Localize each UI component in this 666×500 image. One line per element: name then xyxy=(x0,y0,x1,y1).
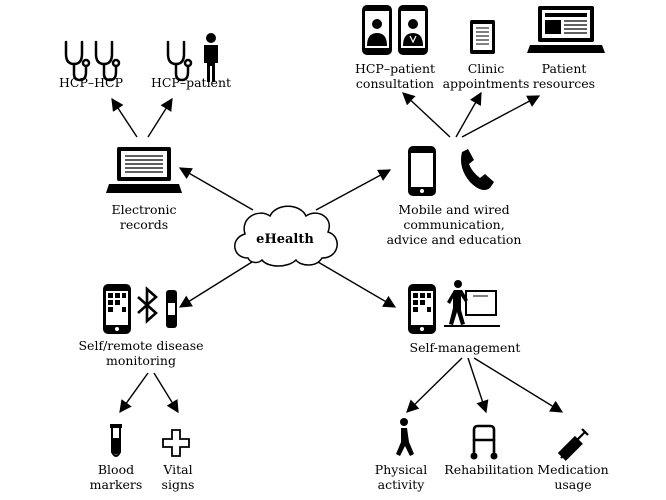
arrow-ehealth-to-mobile xyxy=(315,169,392,211)
self-monitoring-label: Self/remote disease monitoring xyxy=(78,338,204,368)
vital-signs-label: Vital signs xyxy=(161,462,195,492)
arrow-management-to-rehab xyxy=(467,357,489,414)
self-management-label: Self-management xyxy=(409,340,521,355)
telephone-handset-icon xyxy=(461,149,494,190)
laptop-icon xyxy=(106,147,182,193)
blood-markers-label: Blood markers xyxy=(89,462,143,492)
walking-person-icon xyxy=(396,418,414,456)
medication-usage-label: Medication usage xyxy=(537,462,609,492)
stethoscope-patient-icon xyxy=(166,33,218,82)
arrow-mobile-to-consultation xyxy=(402,92,451,138)
arrow-management-to-medication xyxy=(473,357,564,413)
arrow-monitoring-to-vital xyxy=(153,372,179,414)
cloud-icon xyxy=(234,205,338,267)
resources-label: Patient resources xyxy=(532,61,596,91)
arrow-records-to-hcp-hcp xyxy=(111,97,138,138)
electronic-records-label: Electronic records xyxy=(111,202,177,232)
laptop-resources-icon xyxy=(527,6,605,53)
smartphone-icon xyxy=(408,146,436,196)
arrow-mobile-to-appointments xyxy=(455,91,482,138)
video-call-phones-icon xyxy=(362,5,428,55)
monitoring-phone-icon xyxy=(103,284,131,334)
arrow-records-to-hcp-patient xyxy=(147,97,173,138)
bluetooth-icon xyxy=(137,286,158,324)
mobile-communication-label: Mobile and wired communication, advice a… xyxy=(386,202,522,247)
blood-test-tube-icon xyxy=(110,424,122,457)
management-phone-icon xyxy=(408,284,436,334)
physical-activity-label: Physical activity xyxy=(374,462,428,492)
person-screen-icon xyxy=(444,280,500,327)
center-label: eHealth xyxy=(256,232,314,247)
syringe-icon xyxy=(557,428,589,461)
arrow-ehealth-to-self-monitoring xyxy=(178,261,253,308)
arrow-management-to-activity xyxy=(406,357,463,413)
hcp-hcp-label: HCP–HCP xyxy=(58,75,124,90)
wearable-band-icon xyxy=(166,290,177,328)
appointments-label: Clinic appointments xyxy=(442,61,530,91)
rehabilitation-label: Rehabilitation xyxy=(444,462,534,477)
stethoscope-icon-pair xyxy=(64,40,121,82)
medical-cross-icon xyxy=(162,429,190,457)
tablet-icon xyxy=(470,20,495,54)
arrow-monitoring-to-blood xyxy=(119,372,149,414)
consultation-label: HCP–patient consultation xyxy=(354,61,436,91)
arrow-mobile-to-resources xyxy=(461,95,541,138)
hcp-patient-label: HCP–patient xyxy=(150,75,232,90)
arrow-ehealth-to-records xyxy=(178,167,254,211)
arrow-ehealth-to-self-management xyxy=(317,261,397,308)
walker-frame-icon xyxy=(470,424,498,460)
